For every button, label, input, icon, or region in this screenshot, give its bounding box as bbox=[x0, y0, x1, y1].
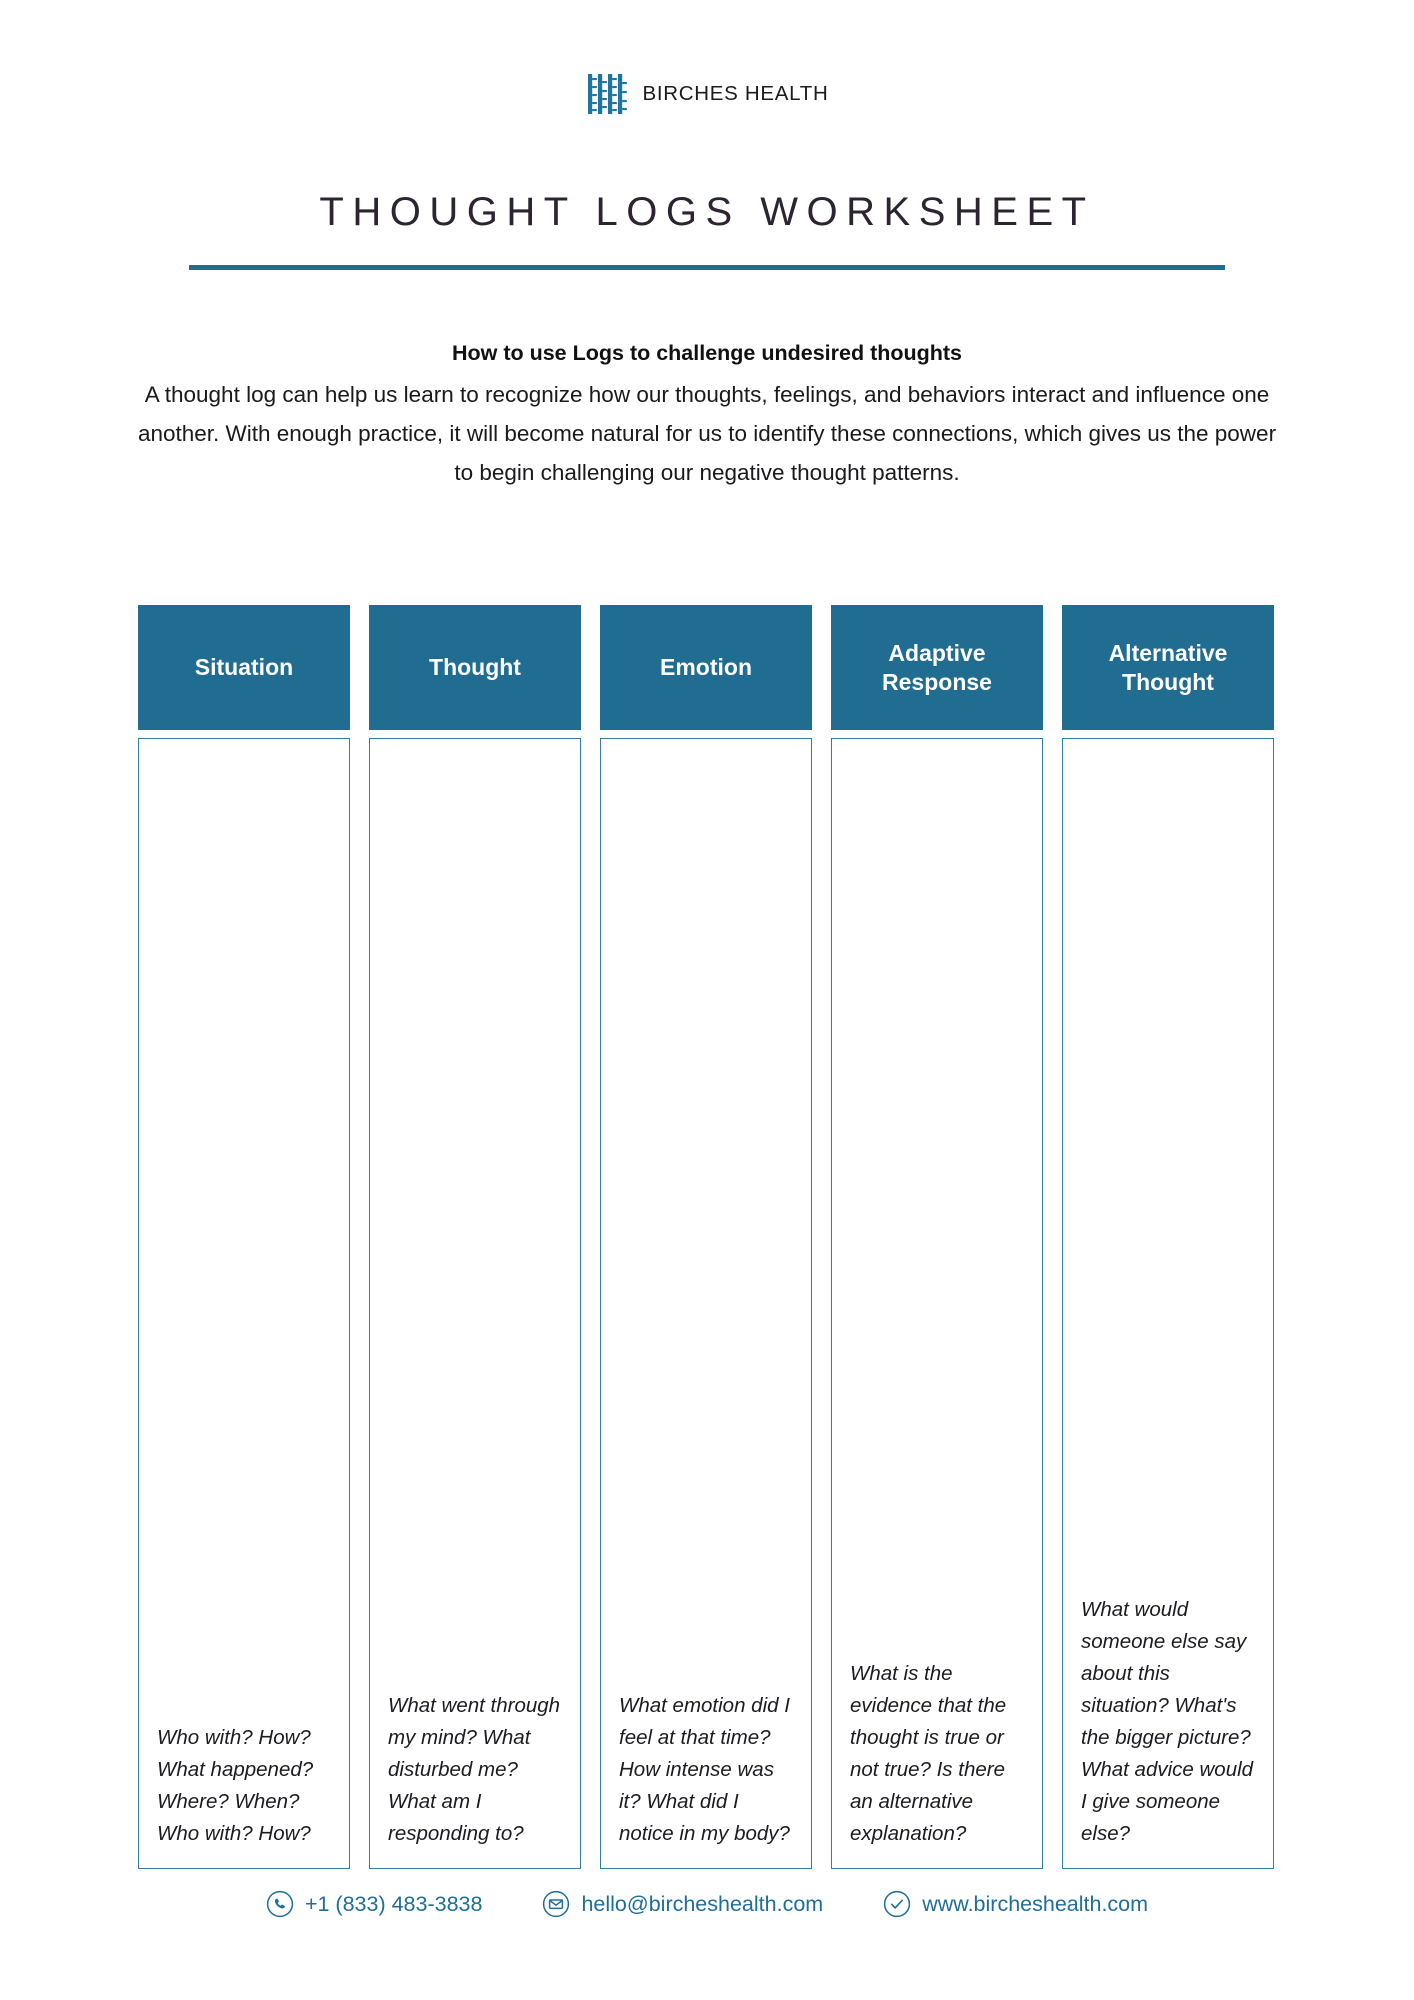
phone-icon bbox=[266, 1890, 294, 1918]
footer-phone-label: +1 (833) 483-3838 bbox=[304, 1891, 483, 1916]
brand-header: BIRCHES HEALTH bbox=[0, 74, 1414, 114]
column-emotion: Emotion What emotion did I feel at that … bbox=[600, 605, 812, 1869]
column-prompt-thought: What went through my mind? What disturbe… bbox=[388, 1694, 561, 1845]
column-header-emotion: Emotion bbox=[600, 605, 812, 730]
column-prompt-emotion: What emotion did I feel at that time? Ho… bbox=[619, 1694, 790, 1845]
footer-phone[interactable]: +1 (833) 483-3838 bbox=[266, 1890, 483, 1918]
intro-heading: How to use Logs to challenge undesired t… bbox=[451, 341, 963, 365]
entry-field-alternative-thought[interactable]: What would someone else say about this s… bbox=[1062, 738, 1274, 1869]
intro-body: A thought log can help us learn to recog… bbox=[137, 382, 1277, 485]
intro-section: How to use Logs to challenge undesired t… bbox=[127, 338, 1287, 492]
column-header-adaptive-response: Adaptive Response bbox=[831, 605, 1043, 730]
check-circle-icon bbox=[883, 1890, 911, 1918]
birch-trees-logo-icon bbox=[586, 74, 630, 114]
entry-field-thought[interactable]: What went through my mind? What disturbe… bbox=[369, 738, 581, 1869]
footer-email-label: hello@bircheshealth.com bbox=[581, 1891, 824, 1916]
entry-field-emotion[interactable]: What emotion did I feel at that time? Ho… bbox=[600, 738, 812, 1869]
brand-name: BIRCHES HEALTH bbox=[642, 82, 829, 105]
entry-field-adaptive-response[interactable]: What is the evidence that the thought is… bbox=[831, 738, 1043, 1869]
entry-field-situation[interactable]: Who with? How? What happened? Where? Whe… bbox=[138, 738, 350, 1869]
column-header-thought: Thought bbox=[369, 605, 581, 730]
column-header-alternative-thought: Alternative Thought bbox=[1062, 605, 1274, 730]
column-thought: Thought What went through my mind? What … bbox=[369, 605, 581, 1869]
footer-email[interactable]: hello@bircheshealth.com bbox=[542, 1890, 823, 1918]
column-alternative-thought: Alternative Thought What would someone e… bbox=[1062, 605, 1274, 1869]
column-prompt-situation: Who with? How? What happened? Where? Whe… bbox=[157, 1726, 314, 1845]
footer-website-label: www.bircheshealth.com bbox=[922, 1891, 1149, 1916]
footer-website[interactable]: www.bircheshealth.com bbox=[883, 1890, 1148, 1918]
title-divider bbox=[189, 265, 1225, 270]
column-prompt-alternative-thought: What would someone else say about this s… bbox=[1081, 1598, 1254, 1845]
column-situation: Situation Who with? How? What happened? … bbox=[138, 605, 350, 1869]
column-prompt-adaptive-response: What is the evidence that the thought is… bbox=[850, 1662, 1007, 1845]
thought-log-table: Situation Who with? How? What happened? … bbox=[138, 605, 1286, 1869]
column-adaptive-response: Adaptive Response What is the evidence t… bbox=[831, 605, 1043, 1869]
envelope-icon bbox=[542, 1890, 570, 1918]
page-title: THOUGHT LOGS WORKSHEET bbox=[319, 190, 1095, 234]
footer-contact-bar: +1 (833) 483-3838 hello@bircheshealth.co… bbox=[0, 1890, 1414, 1918]
column-header-situation: Situation bbox=[138, 605, 350, 730]
